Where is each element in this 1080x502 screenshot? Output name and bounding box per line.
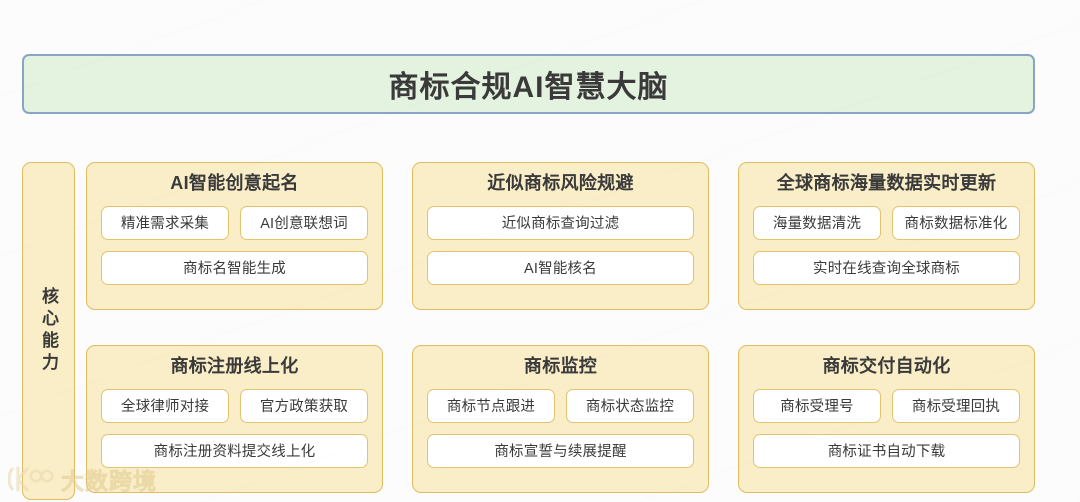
capability-chip[interactable]: 商标状态监控 [566,388,694,423]
capability-chip-row: 商标证书自动下载 [753,433,1020,468]
capability-card-title: AI智能创意起名 [170,173,299,193]
capability-card-title: 商标交付自动化 [822,356,951,376]
capability-chip-row: 商标受理号商标受理回执 [753,388,1020,423]
sidebar-core-capability: 核心能力 [22,162,75,500]
sidebar-label: 核心能力 [39,287,58,375]
capability-chip[interactable]: 海量数据清洗 [753,205,881,240]
page-title: 商标合规AI智慧大脑 [388,71,669,104]
capability-chip-row: 商标注册资料提交线上化 [101,433,368,468]
capability-chip[interactable]: AI智能核名 [427,250,694,285]
capability-chip[interactable]: 精准需求采集 [101,205,229,240]
capability-card[interactable]: 全球商标海量数据实时更新海量数据清洗商标数据标准化实时在线查询全球商标 [738,162,1035,310]
capability-chip[interactable]: 商标受理号 [753,388,881,423]
capability-card[interactable]: 商标交付自动化商标受理号商标受理回执商标证书自动下载 [738,345,1035,493]
capability-card-title: 近似商标风险规避 [487,173,634,193]
capability-chip[interactable]: 近似商标查询过滤 [427,205,694,240]
capability-chip[interactable]: 商标受理回执 [892,388,1020,423]
capability-chip[interactable]: 实时在线查询全球商标 [753,250,1020,285]
capability-chip-row: 商标名智能生成 [101,250,368,285]
capability-chip[interactable]: 商标名智能生成 [101,250,368,285]
capability-chip-row: 全球律师对接官方政策获取 [101,388,368,423]
capability-chip-row: 近似商标查询过滤 [427,205,694,240]
capability-chip[interactable]: 商标宣誓与续展提醒 [427,433,694,468]
capability-card-title: 全球商标海量数据实时更新 [776,173,997,193]
capability-chip[interactable]: AI创意联想词 [240,205,368,240]
capability-chip[interactable]: 商标证书自动下载 [753,433,1020,468]
capability-chip-row: AI智能核名 [427,250,694,285]
capability-chip-row: 精准需求采集 AI创意联想词 [101,205,368,240]
capability-card[interactable]: 商标监控商标节点跟进商标状态监控商标宣誓与续展提醒 [412,345,709,493]
capability-card-title: 商标监控 [523,356,598,376]
capability-chip-row: 实时在线查询全球商标 [753,250,1020,285]
capability-card[interactable]: AI智能创意起名精准需求采集 AI创意联想词商标名智能生成 [86,162,383,310]
capability-card[interactable]: 近似商标风险规避近似商标查询过滤 AI智能核名 [412,162,709,310]
capability-chip[interactable]: 商标注册资料提交线上化 [101,433,368,468]
capability-chip[interactable]: 商标数据标准化 [892,205,1020,240]
capability-chip-row: 商标节点跟进商标状态监控 [427,388,694,423]
capability-card-title: 商标注册线上化 [170,356,299,376]
capability-chip[interactable]: 官方政策获取 [240,388,368,423]
capability-chip-row: 商标宣誓与续展提醒 [427,433,694,468]
capability-chip[interactable]: 商标节点跟进 [427,388,555,423]
capability-chip-row: 海量数据清洗商标数据标准化 [753,205,1020,240]
page-banner: 商标合规AI智慧大脑 [22,54,1035,114]
capability-chip[interactable]: 全球律师对接 [101,388,229,423]
capability-card[interactable]: 商标注册线上化全球律师对接官方政策获取商标注册资料提交线上化 [86,345,383,493]
